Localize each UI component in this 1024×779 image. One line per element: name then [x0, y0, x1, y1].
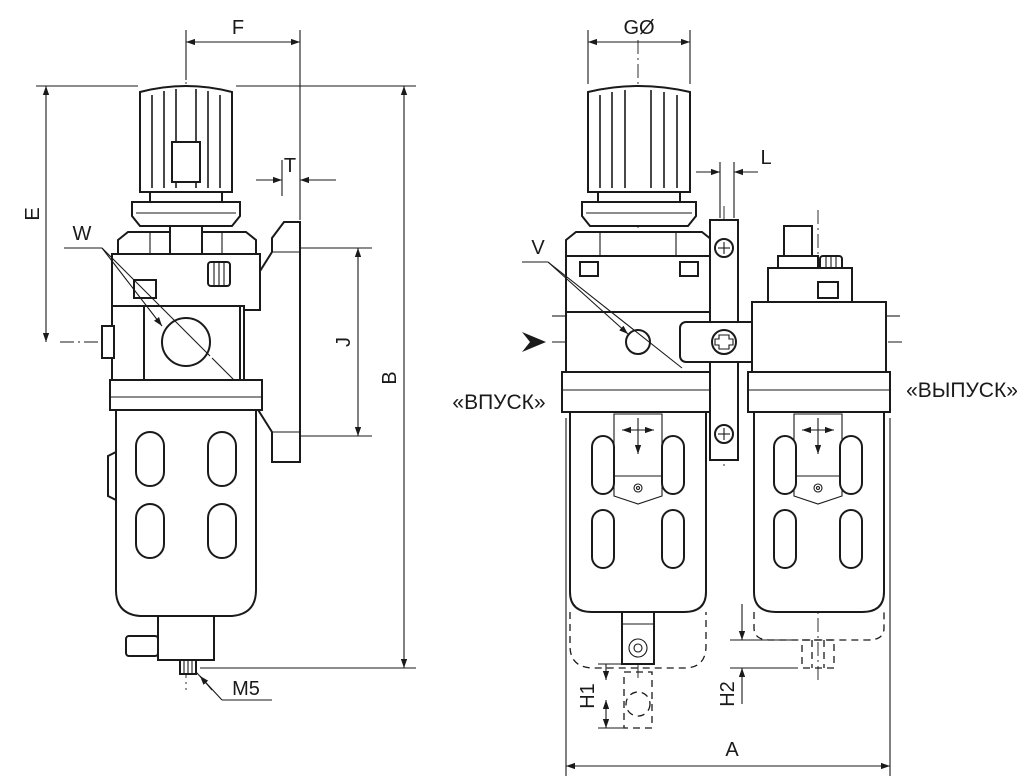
dim-B-label: B — [379, 371, 401, 384]
dim-L-label: L — [760, 147, 771, 169]
dim-J-label: J — [333, 337, 355, 347]
dim-H1-label: H1 — [577, 683, 599, 709]
dim-H2-label: H2 — [717, 681, 739, 707]
dim-T-label: T — [284, 155, 296, 177]
dim-M5-label: M5 — [232, 678, 260, 700]
filter-regulator-side-view — [60, 40, 301, 690]
dim-A-label: A — [725, 739, 739, 761]
dim-G-label: GØ — [623, 17, 654, 39]
left-view-dimensions: F T E W J B M5 — [22, 17, 416, 701]
dim-V-label: V — [531, 237, 545, 259]
dim-E-label: E — [22, 207, 44, 220]
dim-F-label: F — [232, 17, 244, 39]
right-view-dimensions: GØ L V A H1 H2 «ВПУСК» «ВЫПУСК» — [452, 17, 1018, 776]
dim-W-label: W — [73, 223, 92, 245]
inlet-port-label: «ВПУСК» — [452, 391, 545, 414]
frl-assembly-front-view — [522, 40, 906, 729]
outlet-port-label: «ВЫПУСК» — [906, 379, 1018, 402]
inlet-flow-arrow — [522, 332, 546, 352]
